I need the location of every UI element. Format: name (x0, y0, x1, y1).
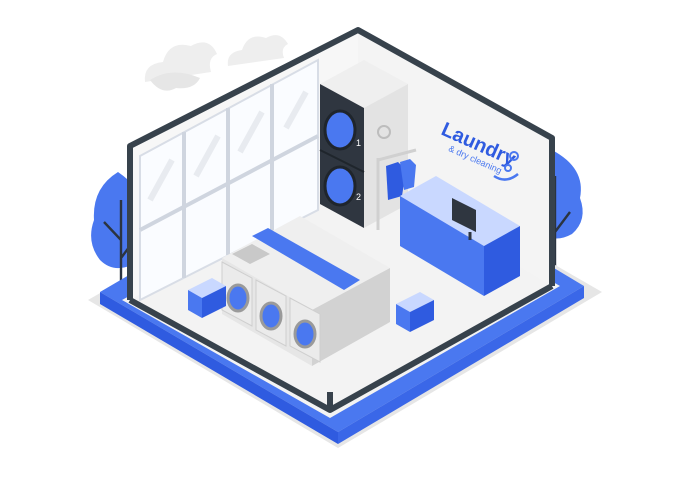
stacked-dryers: 1 2 (319, 60, 408, 228)
dryer-number-2: 2 (356, 192, 361, 202)
bubbles-icon (493, 151, 519, 181)
laundry-basket-left (188, 278, 226, 318)
wall-outline (127, 27, 555, 413)
cloud-left (144, 42, 217, 91)
clothes-rack (376, 148, 417, 230)
cloud-right (227, 35, 288, 66)
washer-3 (289, 297, 321, 363)
hanging-shirt-icon (386, 162, 406, 200)
laundry-basket-right (396, 292, 434, 332)
dryer-number-1: 1 (356, 138, 361, 148)
computer-monitor-icon (452, 198, 476, 240)
dryer-door-bottom (323, 165, 357, 207)
reception-counter (400, 176, 520, 296)
dryer-door-top (323, 109, 357, 151)
washing-machines (221, 216, 390, 366)
washer-2 (255, 279, 287, 347)
